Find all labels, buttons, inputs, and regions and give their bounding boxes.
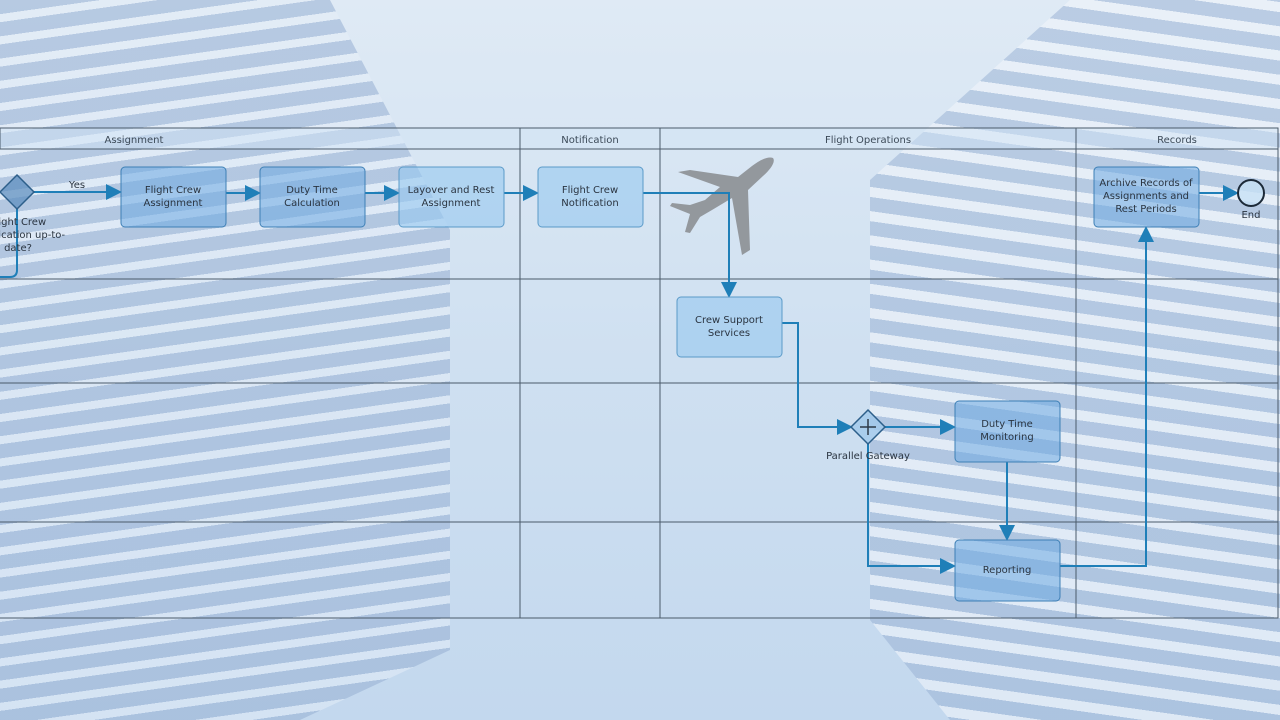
background-building-left (0, 0, 450, 720)
certification-gateway[interactable]: Flight CrewCertification up-to-date? (0, 173, 66, 254)
gateway-label-line: date? (4, 243, 32, 254)
gateway-label-line: Flight Crew (0, 217, 46, 228)
lane-header-assignment: Assignment (105, 135, 164, 146)
parallel-gateway-label: Parallel Gateway (826, 451, 910, 462)
svg-text:Flight CrewCertification up-to: Flight CrewCertification up-to-date? (0, 217, 66, 254)
end-label: End (1241, 210, 1260, 221)
lane-header-notification: Notification (561, 135, 618, 146)
parallel-gateway[interactable]: Parallel Gateway (826, 408, 910, 462)
airplane-icon (670, 157, 774, 255)
lane-header-records: Records (1157, 135, 1197, 146)
swimlane-grid (0, 127, 1279, 619)
task-reporting[interactable]: Reporting (954, 539, 1061, 602)
gateway-label-line: Certification up-to- (0, 230, 66, 241)
yes-label: Yes (68, 180, 85, 191)
lane-header-flight-operations: Flight Operations (825, 135, 911, 146)
svg-text:Reporting: Reporting (983, 565, 1032, 576)
sequence-flows (0, 184, 1239, 574)
end-event[interactable]: End (1237, 179, 1265, 221)
background-building-right (870, 0, 1280, 720)
